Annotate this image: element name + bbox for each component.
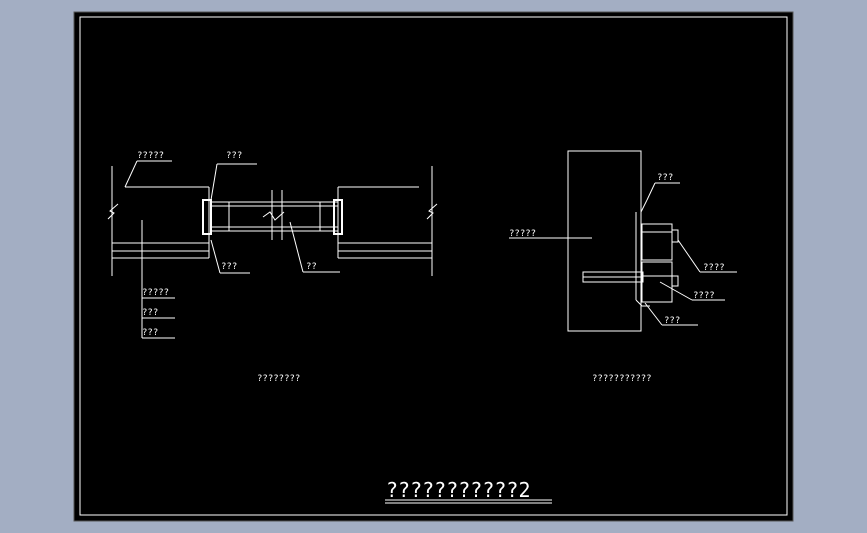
right-detail: ??? ????? ???? ???? ??? ??????????? [509,150,737,384]
left-label-7: ??? [142,328,158,338]
right-label-5: ??? [664,316,680,326]
left-clip [202,199,212,235]
left-caption: ???????? [257,374,300,384]
right-label-3: ???? [703,263,725,273]
drawing-border [79,16,788,516]
paper [73,11,794,522]
left-label-3: ??? [221,262,237,272]
drawing-title: ???????????2 [386,478,531,502]
right-label-2: ????? [509,229,536,239]
title-block: ???????????2 [385,478,552,504]
right-label-4: ???? [693,291,715,301]
left-detail: ????? ??? ??? ?? ????? ??? ??? ???????? [107,151,438,384]
right-caption: ??????????? [592,374,652,384]
left-label-4: ?? [306,262,317,272]
left-label-1: ????? [137,151,164,161]
left-label-6: ??? [142,308,158,318]
right-label-1: ??? [657,173,673,183]
left-label-2: ??? [226,151,242,161]
left-label-5: ????? [142,288,169,298]
